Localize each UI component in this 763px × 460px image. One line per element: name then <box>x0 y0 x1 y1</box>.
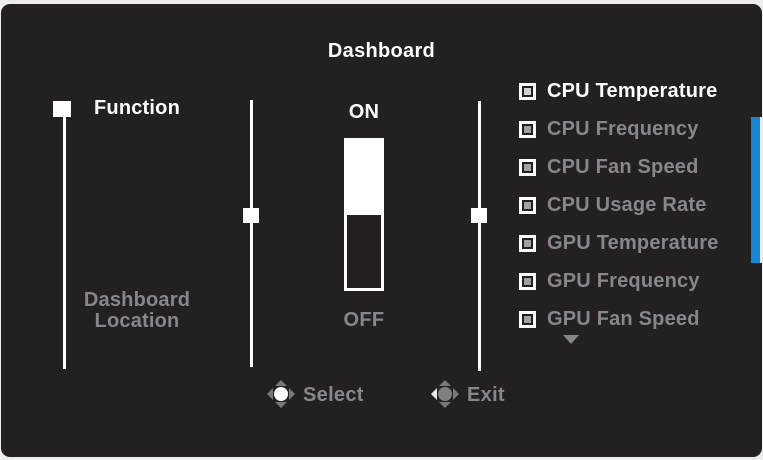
menu-selection-marker <box>53 101 71 117</box>
option-label: GPU Fan Speed <box>547 307 700 330</box>
menu-divider-line <box>63 116 66 369</box>
option-label: CPU Usage Rate <box>547 193 707 216</box>
checkbox-icon[interactable] <box>519 196 536 214</box>
joystick-press-icon[interactable] <box>267 380 295 408</box>
sidebar-item-function[interactable]: Function <box>93 97 181 119</box>
option-label: GPU Temperature <box>547 231 719 254</box>
divider-position-marker <box>471 208 487 223</box>
toggle-on-label: ON <box>348 101 380 123</box>
option-label: CPU Fan Speed <box>547 155 699 178</box>
divider-line <box>478 223 481 371</box>
checkbox-icon[interactable] <box>519 120 536 138</box>
divider-line <box>250 100 253 208</box>
exit-hint-label: Exit <box>467 384 505 406</box>
option-gpu-temperature[interactable]: GPU Temperature <box>519 224 719 262</box>
toggle-fill-indicator <box>347 141 381 215</box>
checkbox-icon[interactable] <box>519 310 536 328</box>
page-title: Dashboard <box>327 40 436 62</box>
checkbox-icon[interactable] <box>519 158 536 176</box>
checkbox-icon[interactable] <box>519 82 536 100</box>
scrollbar-track-gap <box>760 117 763 263</box>
divider-line <box>250 223 253 367</box>
option-gpu-frequency[interactable]: GPU Frequency <box>519 262 719 300</box>
chevron-down-icon[interactable] <box>563 335 579 344</box>
joystick-left-icon[interactable] <box>431 380 459 408</box>
option-label: GPU Frequency <box>547 269 700 292</box>
dashboard-options-list: CPU Temperature CPU Frequency CPU Fan Sp… <box>519 72 719 338</box>
toggle-off-label: OFF <box>343 309 385 331</box>
divider-position-marker <box>243 208 259 223</box>
option-label: CPU Frequency <box>547 117 699 140</box>
sidebar-item-dashboard-location[interactable]: Dashboard Location <box>83 289 191 332</box>
checkbox-icon[interactable] <box>519 234 536 252</box>
option-cpu-usage-rate[interactable]: CPU Usage Rate <box>519 186 719 224</box>
function-toggle-slider[interactable] <box>344 138 384 291</box>
option-gpu-fan-speed[interactable]: GPU Fan Speed <box>519 300 719 338</box>
divider-line <box>478 101 481 208</box>
select-hint-label: Select <box>303 384 364 406</box>
osd-panel: Dashboard Function Dashboard Location ON… <box>1 4 762 457</box>
option-cpu-temperature[interactable]: CPU Temperature <box>519 72 719 110</box>
option-cpu-fan-speed[interactable]: CPU Fan Speed <box>519 148 719 186</box>
option-cpu-frequency[interactable]: CPU Frequency <box>519 110 719 148</box>
checkbox-icon[interactable] <box>519 272 536 290</box>
scrollbar-indicator[interactable] <box>751 117 760 263</box>
option-label: CPU Temperature <box>547 79 718 102</box>
